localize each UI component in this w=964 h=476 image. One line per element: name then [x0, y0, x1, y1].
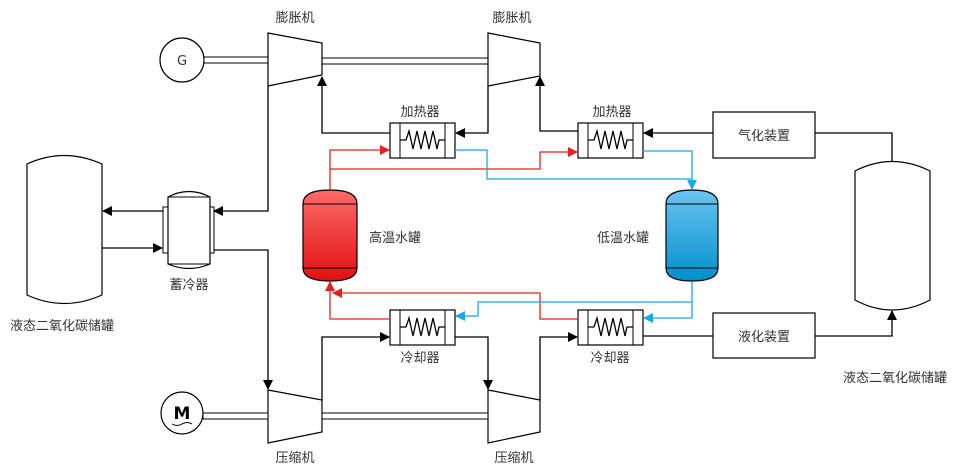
- generator-label: G: [177, 54, 187, 69]
- cooler-1: [389, 309, 456, 346]
- gasifier-box: [712, 111, 816, 159]
- regenerator-label: 蓄冷器: [169, 278, 208, 293]
- top-shaft: [203, 56, 489, 65]
- generator: G: [159, 37, 205, 83]
- compressor-2: [487, 389, 541, 444]
- expander-1-label: 膨胀机: [275, 11, 314, 26]
- gasifier-label: 气化装置: [738, 128, 790, 144]
- expander-1: [267, 32, 323, 87]
- heater-2-label: 加热器: [592, 105, 631, 120]
- left-storage-tank: [26, 155, 103, 304]
- right-storage-label: 液态二氧化碳储罐: [843, 371, 947, 386]
- bottom-shaft: [202, 412, 489, 420]
- cooler-2: [577, 309, 644, 346]
- cold-water-tank: [665, 189, 719, 282]
- cold-tank-label: 低温水罐: [597, 231, 649, 246]
- expander-2-label: 膨胀机: [492, 11, 531, 26]
- motor: M: [160, 391, 204, 435]
- compressor-2-label: 压缩机: [494, 450, 533, 466]
- hot-water-tank: [302, 189, 358, 282]
- heater-2: [577, 122, 644, 159]
- right-storage-tank: [854, 160, 931, 311]
- compressor-1-label: 压缩机: [275, 450, 314, 466]
- regenerator: [162, 190, 215, 270]
- cold-water-lines: [455, 149, 697, 323]
- motor-label: M: [174, 404, 191, 424]
- co2-flow-lines: [102, 76, 897, 400]
- compressor-1: [267, 389, 323, 444]
- cooler-1-label: 冷却器: [400, 351, 439, 366]
- cooler-2-label: 冷却器: [590, 351, 629, 366]
- heater-1-label: 加热器: [400, 105, 439, 120]
- expander-2: [487, 32, 541, 87]
- heater-1: [389, 122, 456, 159]
- hot-water-lines: [325, 145, 578, 320]
- liquefier-box: [712, 312, 816, 359]
- left-storage-label: 液态二氧化碳储罐: [10, 319, 114, 334]
- hot-tank-label: 高温水罐: [369, 230, 421, 246]
- liquefier-label: 液化装置: [738, 330, 790, 345]
